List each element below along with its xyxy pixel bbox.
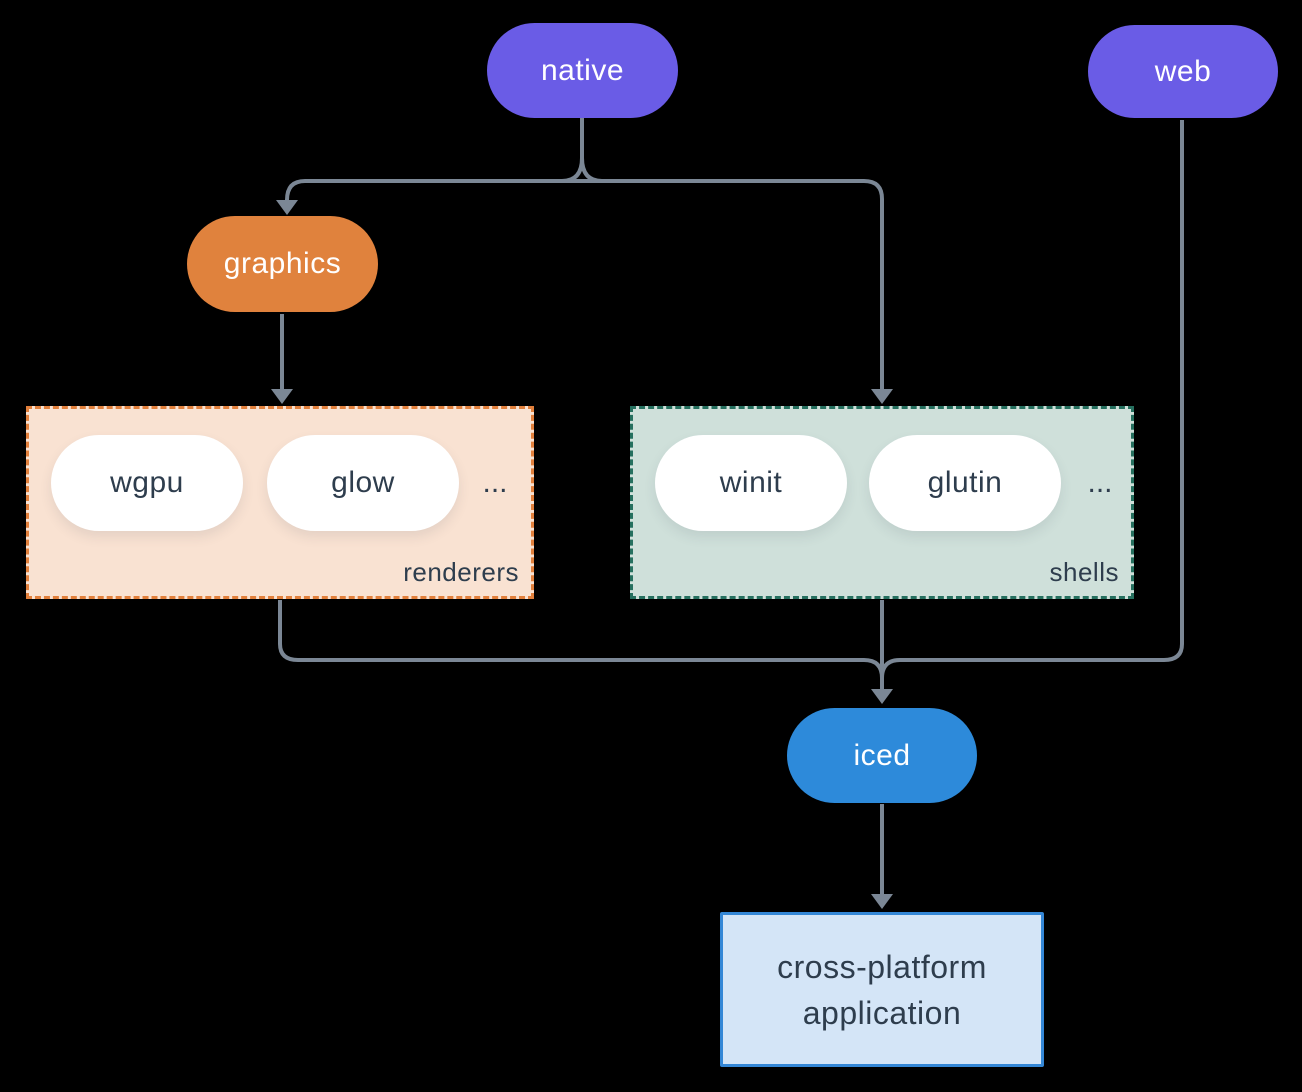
node-cross-platform-application: cross-platform application — [720, 912, 1044, 1067]
node-web-label: web — [1154, 54, 1212, 88]
renderers-group-label: renderers — [403, 557, 519, 587]
group-renderers: wgpu glow ... renderers — [26, 406, 534, 599]
application-label-line2: application — [802, 994, 962, 1031]
arrowhead-renderers — [271, 389, 293, 404]
pill-winit-label: winit — [719, 466, 783, 499]
arrowhead-graphics — [276, 200, 298, 215]
arrowhead-application — [871, 894, 893, 909]
pill-glutin-label: glutin — [927, 466, 1003, 499]
pill-wgpu: wgpu — [51, 435, 243, 531]
edge-web-merge — [880, 120, 1184, 679]
node-iced: iced — [787, 708, 977, 803]
pill-winit: winit — [655, 435, 847, 531]
application-label-line1: cross-platform — [777, 948, 987, 985]
shells-ellipsis: ... — [1087, 466, 1113, 499]
node-graphics: graphics — [187, 216, 378, 312]
node-native-label: native — [540, 53, 625, 87]
arrowhead-shells — [871, 389, 893, 404]
edge-native-flare-left — [561, 157, 584, 183]
renderers-ellipsis: ... — [482, 466, 508, 499]
pill-glutin: glutin — [869, 435, 1061, 531]
edge-native-flare-right — [580, 157, 603, 183]
shells-group-label: shells — [1049, 557, 1119, 587]
node-web: web — [1088, 25, 1278, 118]
group-shells: winit glutin ... shells — [630, 406, 1134, 599]
arrowhead-iced — [871, 689, 893, 704]
node-native: native — [487, 23, 678, 118]
edge-native-rail — [285, 179, 884, 389]
node-graphics-label: graphics — [223, 247, 342, 280]
pill-glow-label: glow — [331, 466, 395, 499]
pill-glow: glow — [267, 435, 459, 531]
node-iced-label: iced — [853, 738, 911, 772]
pill-wgpu-label: wgpu — [110, 466, 184, 499]
edge-renderers-merge — [278, 600, 884, 679]
